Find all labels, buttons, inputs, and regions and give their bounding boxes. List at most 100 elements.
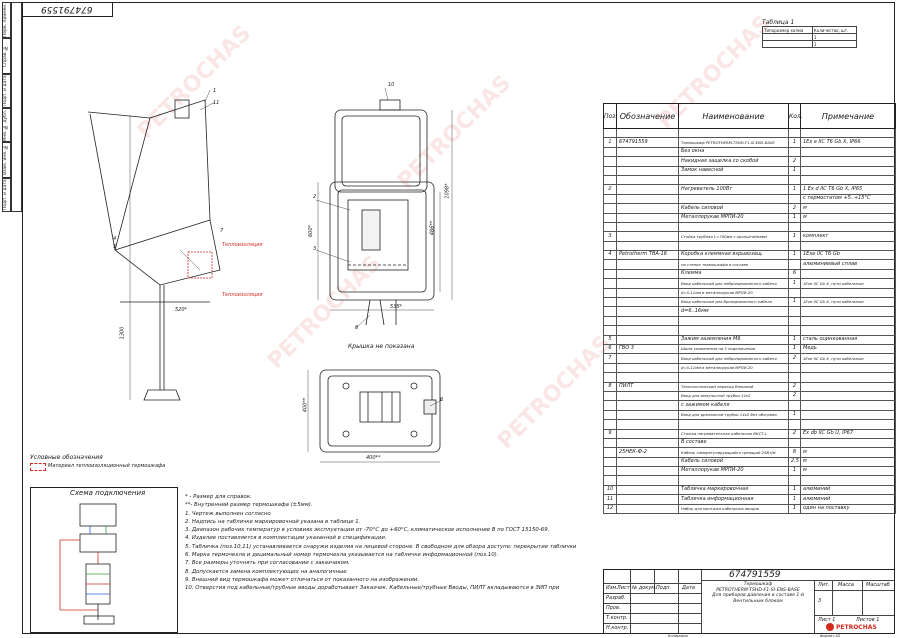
bom-cell-pos bbox=[603, 390, 617, 402]
bom-cell-note bbox=[800, 475, 896, 486]
bom-cell-name bbox=[678, 372, 789, 383]
bom-cell-qty: 2 bbox=[788, 203, 801, 214]
callout-2: 2 bbox=[313, 194, 317, 200]
bom-cell-designation bbox=[616, 278, 679, 289]
bom-cell-note: с термостатом +5..+15°С bbox=[800, 193, 896, 205]
bom-cell-qty: 1 bbox=[788, 250, 801, 261]
note: * - Размер для справок. bbox=[185, 494, 252, 500]
bom-cell-qty: 2.5 bbox=[788, 456, 801, 468]
bom-cell-note: м bbox=[800, 203, 896, 214]
callout-10: 10 bbox=[388, 82, 395, 88]
bom-cell-note bbox=[800, 409, 896, 421]
bom-cell-designation bbox=[616, 127, 679, 139]
bom-table: Поз. Обозначение Наименование Кол. Приме… bbox=[603, 103, 896, 515]
bom-cell-pos bbox=[603, 278, 617, 289]
bom-cell-name: Клемма bbox=[678, 268, 789, 280]
bom-cell-qty: 1 bbox=[788, 334, 801, 346]
bom-cell-pos bbox=[603, 409, 617, 421]
callout-4: 4 bbox=[113, 236, 117, 242]
bom-cell-note bbox=[800, 306, 896, 317]
bom-cell-note bbox=[800, 156, 896, 167]
scheme-title: Схема подключения bbox=[70, 489, 146, 497]
bom-cell-designation bbox=[616, 203, 679, 214]
bom-cell-qty bbox=[788, 372, 801, 383]
bom-cell-qty: 1 bbox=[788, 484, 801, 496]
role-label: Т.контр. bbox=[606, 615, 628, 621]
format-label: Формат А3 bbox=[820, 634, 840, 638]
bom-row: d=5-11мм в металлорукав МРПИ-20 bbox=[603, 287, 896, 299]
bom-cell-qty bbox=[788, 174, 801, 186]
side-cell: Инв. № дубл. bbox=[2, 108, 11, 142]
bom-cell-name: Ввод кабельный для бронированного кабеля bbox=[678, 297, 789, 308]
bom-cell-pos bbox=[603, 240, 617, 252]
bom-cell-qty: 6 bbox=[788, 268, 801, 280]
bom-cell-pos: 5 bbox=[603, 334, 617, 346]
bom-cell-pos: 11 bbox=[603, 494, 617, 505]
bom-cell-designation bbox=[616, 193, 679, 205]
bom-header-pos: Поз. bbox=[603, 103, 617, 129]
bom-cell-name: d=5-11мм в металлорукав МРПИ-20 bbox=[678, 287, 789, 299]
dim-486: 486** bbox=[429, 220, 436, 236]
bom-header-name: Наименование bbox=[678, 103, 789, 129]
doc-name-line: PETROTHERM-TSHD-F1-SI-ENS-BASE bbox=[716, 587, 800, 593]
note: 6. Марка термочехла и децимальный номер … bbox=[185, 552, 499, 559]
bom-cell-pos bbox=[603, 268, 617, 280]
brand-logo: PETROCHAS bbox=[826, 623, 877, 631]
side-cell: Справ. № bbox=[2, 38, 11, 74]
bom-cell-qty: 1 bbox=[788, 494, 801, 505]
bom-cell-note bbox=[800, 419, 896, 430]
bom-cell-name bbox=[678, 315, 789, 327]
bom-cell-name: Ввод для импульсной трубки 14х2 bbox=[678, 390, 789, 402]
bom-row bbox=[603, 325, 896, 336]
bom-cell-designation bbox=[616, 400, 679, 411]
bom-cell-qty bbox=[788, 475, 801, 486]
bom-cell-note: сталь оцинкованная bbox=[800, 334, 896, 346]
note: 4. Изделие поставляется в комплектации у… bbox=[185, 535, 387, 542]
side-strip: Перв. примен. Справ. № Подп. и дата Инв.… bbox=[2, 2, 22, 212]
bom-cell-designation bbox=[616, 419, 679, 430]
side-cell: Перв. примен. bbox=[2, 2, 11, 38]
lit-value: 3 bbox=[818, 598, 822, 604]
scale-header: Масштаб bbox=[866, 582, 890, 588]
bom-cell-name: Кабель силовой bbox=[678, 203, 789, 214]
bom-cell-note bbox=[800, 268, 896, 280]
role-label: Разраб. bbox=[606, 595, 626, 601]
note: 2. Надпись на табличке маркировочной ука… bbox=[185, 518, 361, 525]
bom-cell-name: Замок навесной bbox=[678, 165, 789, 176]
bom-cell-qty: 1 bbox=[788, 212, 801, 223]
cover-note: Крышка не показана bbox=[348, 343, 415, 350]
bom-cell-qty: 2 bbox=[788, 381, 801, 392]
bom-cell-note: 1 Ex d IIC T6 Gb X, IP65 bbox=[800, 184, 896, 195]
note: 8. Допускается замена комплектующих на а… bbox=[185, 568, 347, 575]
bom-row: с зажимом кабеля bbox=[603, 400, 896, 411]
bom-cell-pos: 9 bbox=[603, 428, 617, 439]
bom-cell-name: Стяжка нагревательная кабельная ВКСТ-L bbox=[678, 428, 789, 439]
bom-cell-designation bbox=[616, 221, 679, 233]
bom-cell-pos bbox=[603, 372, 617, 383]
bom-cell-designation bbox=[616, 390, 679, 402]
callout-6: 6 bbox=[440, 397, 444, 403]
bom-cell-name: Коробка клеммная взрывозащ. bbox=[678, 250, 789, 261]
callout-11: 11 bbox=[213, 100, 220, 106]
bom-cell-name bbox=[678, 419, 789, 430]
bom-cell-qty bbox=[788, 193, 801, 205]
side-cell: Взам. инв. № bbox=[2, 142, 11, 178]
bom-row: d=6..16мм bbox=[603, 306, 896, 317]
bom-cell-designation: ПИЛТ bbox=[616, 381, 679, 392]
bom-cell-pos bbox=[603, 297, 617, 308]
bom-cell-qty bbox=[788, 362, 801, 374]
bom-cell-note: 1Ex e IIC T6 Gb X, IP66 bbox=[800, 137, 896, 148]
bom-cell-designation bbox=[616, 372, 679, 383]
bom-cell-pos: 1 bbox=[603, 137, 617, 148]
bom-cell-designation bbox=[616, 212, 679, 223]
